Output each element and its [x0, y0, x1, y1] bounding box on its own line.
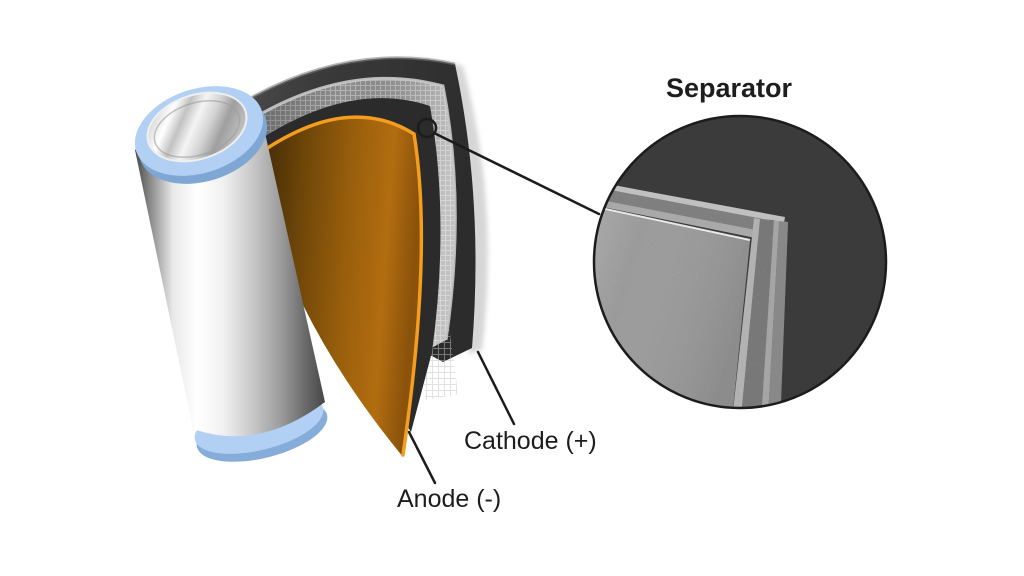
separator-sheet-outer-edge [246, 76, 457, 341]
cathode-leader-line [476, 350, 516, 426]
anode-sheet-edge-highlight [264, 115, 424, 457]
cathode-label: Cathode (+) [464, 427, 597, 455]
inset-right-edge-4-texture [766, 221, 788, 408]
inset-face-top-edge-highlight [594, 193, 751, 241]
separator-inset-magnifier [592, 114, 888, 410]
inset-border-ring [592, 114, 888, 410]
anode-leader-line [407, 430, 437, 485]
top-cap-terminal [146, 91, 248, 163]
separator-label: Separator [665, 73, 793, 103]
inset-right-edge-1 [729, 218, 760, 408]
battery-cell-can [134, 86, 328, 462]
top-cap-inner-rim [153, 100, 241, 158]
inset-right-edge-2-texture [738, 219, 774, 408]
cathode-sheet-top-highlight [232, 56, 456, 110]
anode-label: Anode (-) [397, 485, 502, 513]
cylinder-body [135, 115, 325, 437]
inset-content [594, 171, 788, 408]
rear-sheet-shadow [262, 59, 488, 354]
separator-callout-marker [416, 117, 438, 139]
anode-sheet [263, 118, 421, 457]
separator-callout-line [432, 131, 601, 216]
inset-right-edge-3 [759, 220, 779, 408]
electrode-layer-stack [232, 56, 488, 457]
